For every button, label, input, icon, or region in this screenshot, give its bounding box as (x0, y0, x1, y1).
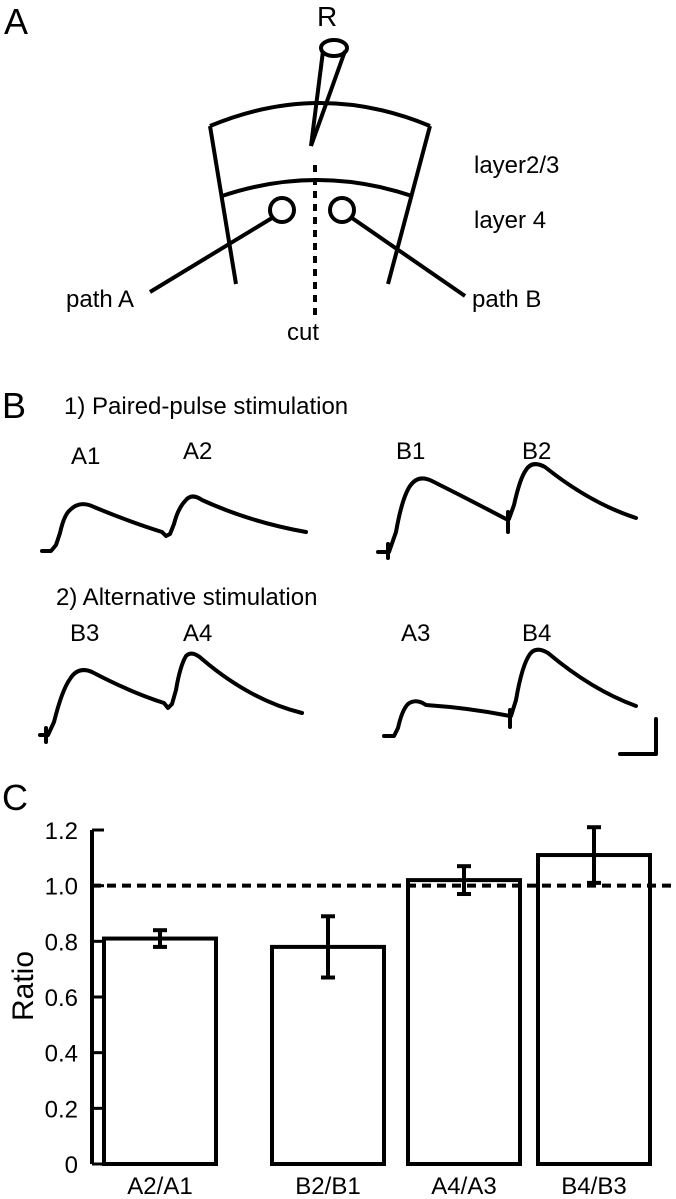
recording-electrode (309, 38, 349, 147)
trace-alt-a3-b4 (382, 647, 638, 738)
path-a-lead (148, 216, 274, 294)
x-tick-label: A2/A1 (127, 1173, 192, 1199)
y-tick-label: 0.6 (45, 985, 78, 1012)
trace-label-b3: B3 (70, 620, 99, 647)
panel-a: A R layer2/3 layer 4 path A path B cut (4, 1, 559, 346)
trace-label-a4: A4 (183, 620, 212, 647)
y-tick-label: 0.2 (45, 1096, 78, 1123)
chart-x-ticks: A2/A1 B2/B1 A4/A3 B4/B3 (127, 1173, 626, 1199)
trace-label-a3: A3 (401, 620, 430, 647)
bar (270, 944, 386, 1167)
stim-site-b-circle (328, 196, 356, 224)
layer4-label: layer 4 (474, 207, 546, 234)
panel-b: B 1) Paired-pulse stimulation 2) Alterna… (2, 385, 658, 756)
y-axis-label: Ratio (7, 951, 40, 1021)
x-tick-label: B2/B1 (295, 1173, 360, 1199)
bar (536, 853, 652, 1166)
panel-c-label: C (2, 777, 28, 818)
y-tick-label: 1.2 (45, 818, 78, 845)
x-tick-label: A4/A3 (431, 1173, 496, 1199)
layer23-label: layer2/3 (474, 152, 559, 179)
x-tick-label: B4/B3 (561, 1173, 626, 1199)
path-b-label: path B (472, 286, 541, 313)
chart-bars (102, 853, 652, 1167)
bar (406, 878, 522, 1166)
panel-c: C Ratio 0 0.2 0.4 0.6 0.8 1.0 1.2 A2/A1 B2/B1 A4… (2, 777, 676, 1199)
chart-error-bars (153, 825, 601, 980)
cortex-outline (208, 101, 432, 285)
scale-bar (618, 717, 658, 756)
trace-label-a1: A1 (71, 443, 100, 470)
cut-label: cut (287, 319, 319, 346)
y-tick-label: 0.8 (45, 929, 78, 956)
slab-right-edge (386, 125, 432, 285)
section2-title: 2) Alternative stimulation (56, 584, 317, 611)
y-tick-label: 0 (65, 1152, 78, 1179)
panel-a-label: A (4, 1, 28, 42)
y-tick-label: 0.4 (45, 1041, 78, 1068)
chart-axes: 0 0.2 0.4 0.6 0.8 1.0 1.2 (45, 818, 104, 1179)
electrode-tip-opening (319, 38, 349, 58)
pia-surface-arc (209, 101, 431, 128)
trace-alt-b3-a4 (38, 651, 304, 744)
path-a-label: path A (66, 286, 134, 313)
trace-label-b4: B4 (522, 620, 551, 647)
trace-paired-path-a (40, 494, 308, 553)
trace-label-b1: B1 (396, 438, 425, 465)
bar (102, 936, 218, 1166)
panel-b-label: B (2, 385, 26, 426)
slab-left-edge (208, 125, 238, 285)
path-b-lead (350, 216, 467, 298)
section1-title: 1) Paired-pulse stimulation (64, 393, 348, 420)
y-tick-label: 1.0 (45, 874, 78, 901)
trace-label-a2: A2 (183, 438, 212, 465)
recording-label: R (317, 1, 337, 32)
trace-paired-path-b (376, 462, 638, 560)
stimulating-electrodes (148, 196, 467, 298)
stim-site-a-circle (268, 196, 296, 224)
trace-label-b2: B2 (522, 438, 551, 465)
